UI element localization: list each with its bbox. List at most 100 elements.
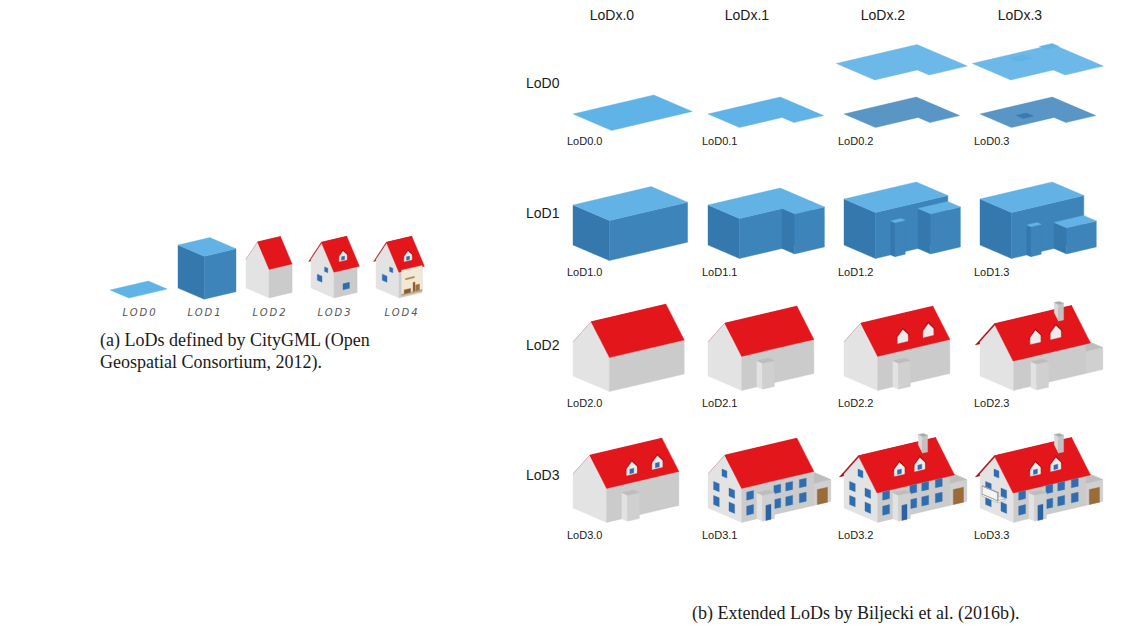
window — [317, 274, 322, 282]
window — [910, 498, 917, 509]
window — [774, 484, 781, 494]
garage-door — [1089, 487, 1099, 504]
dormer — [339, 251, 347, 261]
roof-outline — [972, 45, 1103, 81]
row-header: LoD1 — [526, 205, 559, 222]
block-front — [1031, 224, 1041, 256]
window — [774, 498, 781, 509]
dormer — [627, 462, 637, 476]
footprint — [980, 97, 1096, 128]
window — [786, 481, 793, 491]
window — [1001, 488, 1007, 498]
roof — [994, 306, 1090, 362]
window — [382, 274, 387, 282]
cell-label: LoD2.1 — [702, 397, 737, 410]
block-top — [782, 202, 824, 214]
block-front — [763, 360, 775, 389]
dormer — [1051, 326, 1061, 340]
lod-label: LOD4 — [384, 307, 419, 319]
column-header: LoDx.2 — [861, 7, 905, 24]
roof-outline — [836, 45, 967, 81]
lod-label: LOD0 — [122, 307, 157, 319]
window — [1058, 495, 1065, 506]
door — [902, 504, 907, 520]
cell-label: LoD1.3 — [974, 266, 1009, 279]
cell-label: LoD0.0 — [567, 135, 602, 148]
footprint — [573, 95, 692, 131]
front-wall — [269, 264, 292, 298]
dormer-window — [630, 468, 634, 474]
dormer-window — [1054, 464, 1058, 470]
block-top — [573, 187, 688, 221]
block-front — [1035, 492, 1047, 521]
lod-label: LOD1 — [187, 307, 222, 319]
roof — [994, 438, 1090, 494]
lod-label: LOD2 — [252, 307, 287, 319]
cell-label: LoD0.3 — [974, 135, 1009, 148]
cell-label: LoD2.2 — [838, 397, 873, 410]
dormer — [1030, 463, 1040, 477]
block-top — [757, 358, 775, 363]
dormer — [923, 324, 933, 338]
block-front — [1086, 347, 1103, 373]
block-side — [757, 493, 763, 521]
cell-label: LoD0.1 — [702, 135, 737, 148]
block-front — [628, 492, 640, 521]
cell-label: LoD1.0 — [567, 266, 602, 279]
dormer — [652, 456, 662, 470]
block-side — [757, 361, 763, 389]
dormer — [1051, 458, 1061, 472]
block-top — [982, 486, 998, 493]
block-top — [178, 238, 236, 257]
window — [922, 495, 929, 506]
block-front — [950, 479, 967, 505]
cell-label: LoD3.2 — [838, 529, 873, 542]
dormer-window — [1033, 469, 1037, 475]
block-side — [893, 361, 899, 389]
block-top — [1027, 223, 1041, 227]
column-header: LoDx.0 — [590, 7, 634, 24]
block-side — [891, 221, 895, 257]
window — [786, 495, 793, 506]
block-top — [891, 219, 905, 223]
window — [994, 469, 999, 478]
dormer-window — [342, 256, 345, 260]
block-top — [980, 182, 1084, 213]
interior — [402, 266, 423, 296]
cell-label: LoD0.2 — [838, 135, 873, 148]
block-top — [622, 490, 640, 495]
row-header: LoD2 — [526, 337, 559, 354]
block-top — [1029, 490, 1047, 495]
dormer-window — [407, 256, 410, 260]
chimney — [1054, 435, 1058, 454]
block-top — [1054, 216, 1096, 228]
chimney — [918, 433, 927, 436]
door — [1038, 504, 1043, 520]
window — [747, 491, 754, 501]
dormer — [915, 458, 925, 472]
cell-label: LoD3.1 — [702, 529, 737, 542]
footprint-part — [1016, 113, 1033, 118]
window — [1046, 484, 1053, 494]
chimney — [918, 435, 922, 454]
garage-door — [953, 487, 963, 504]
cell-label: LoD3.3 — [974, 529, 1009, 542]
block-side — [1031, 362, 1037, 390]
block-front — [997, 492, 999, 500]
block-front — [931, 207, 961, 254]
window — [747, 505, 754, 516]
roof — [258, 237, 293, 270]
footprint — [844, 97, 960, 128]
block-front — [1037, 361, 1049, 390]
dormer-window — [897, 469, 901, 475]
column-header: LoDx.1 — [725, 7, 769, 24]
block-front — [899, 492, 911, 521]
window — [1071, 492, 1078, 503]
window — [1071, 478, 1078, 488]
figure-caption: (b) Extended LoDs by Biljecki et al. (20… — [692, 603, 1019, 625]
footprint — [110, 281, 167, 298]
block-front — [795, 207, 825, 254]
furniture — [416, 284, 420, 291]
window — [729, 488, 735, 498]
block-side — [1027, 225, 1031, 257]
